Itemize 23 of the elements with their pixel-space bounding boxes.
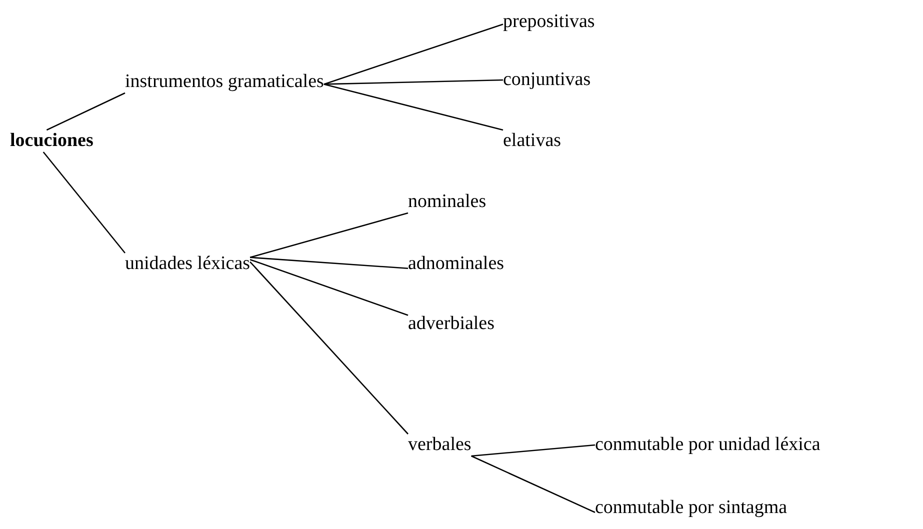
tree-label: adverbiales [408, 313, 495, 335]
tree-label: conjuntivas [503, 69, 591, 91]
tree-label: locuciones [10, 130, 94, 152]
branch-line [250, 261, 408, 434]
tree-label: conmutable por unidad léxica [595, 434, 820, 456]
branch-line [324, 84, 504, 131]
branch-line [42, 152, 126, 254]
tree-label: conmutable por sintagma [595, 497, 788, 519]
branch-line [250, 256, 408, 270]
branch-line [46, 92, 126, 131]
tree-label: elativas [503, 130, 562, 152]
tree-label: verbales [408, 434, 472, 456]
branch-line [250, 258, 408, 316]
tree-label: instrumentos gramaticales [125, 71, 324, 93]
branch-line [324, 79, 504, 85]
branch-line [250, 212, 408, 258]
branch-line [324, 24, 504, 85]
tree-label: prepositivas [503, 11, 595, 33]
branch-line [471, 455, 596, 513]
tree-label: nominales [408, 191, 486, 213]
branch-line [471, 444, 596, 457]
tree-label: adnominales [408, 253, 504, 275]
tree-label: unidades léxicas [125, 253, 250, 275]
